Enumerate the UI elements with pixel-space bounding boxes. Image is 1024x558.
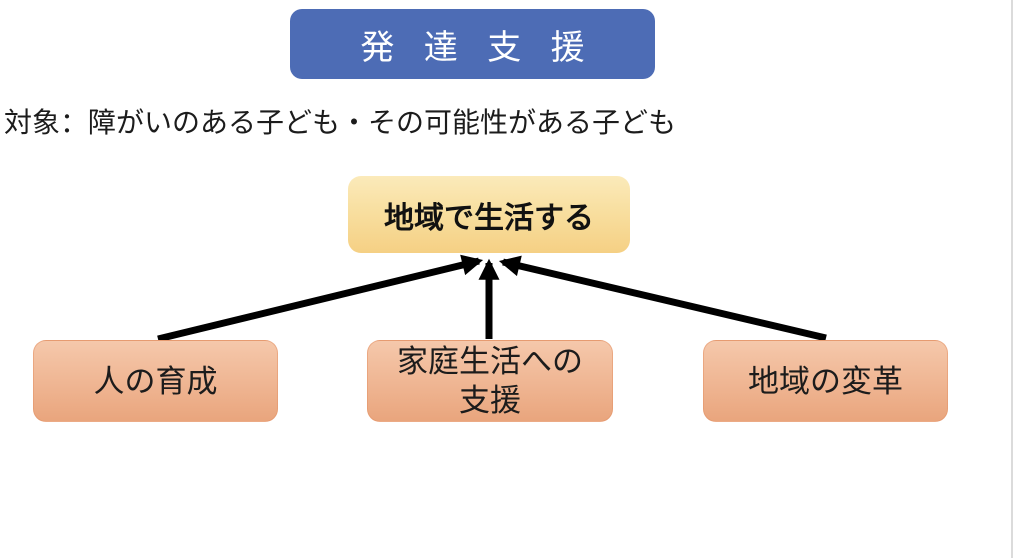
arrow-left-to-goal — [157, 254, 484, 343]
subject-line: 対象：障がいのある子ども・その可能性がある子ども — [4, 107, 677, 138]
factor-box-community-transformation: 地域の変革 — [703, 340, 948, 422]
title-box: 発 達 支 援 — [290, 9, 655, 79]
factor-label: 人の育成 — [93, 363, 218, 399]
arrow-right-to-goal — [498, 255, 827, 342]
title-label: 発 達 支 援 — [360, 28, 595, 67]
factor-box-people-development: 人の育成 — [33, 340, 278, 422]
goal-label: 地域で生活する — [384, 201, 594, 235]
factor-label: 地域の変革 — [748, 363, 903, 399]
factor-box-family-life-support: 家庭生活への 支援 — [367, 340, 613, 422]
page-edge-divider — [1011, 0, 1013, 558]
factor-label-line1: 家庭生活への — [397, 344, 583, 379]
goal-box: 地域で生活する — [348, 176, 630, 253]
factor-label-line2: 支援 — [459, 383, 521, 418]
